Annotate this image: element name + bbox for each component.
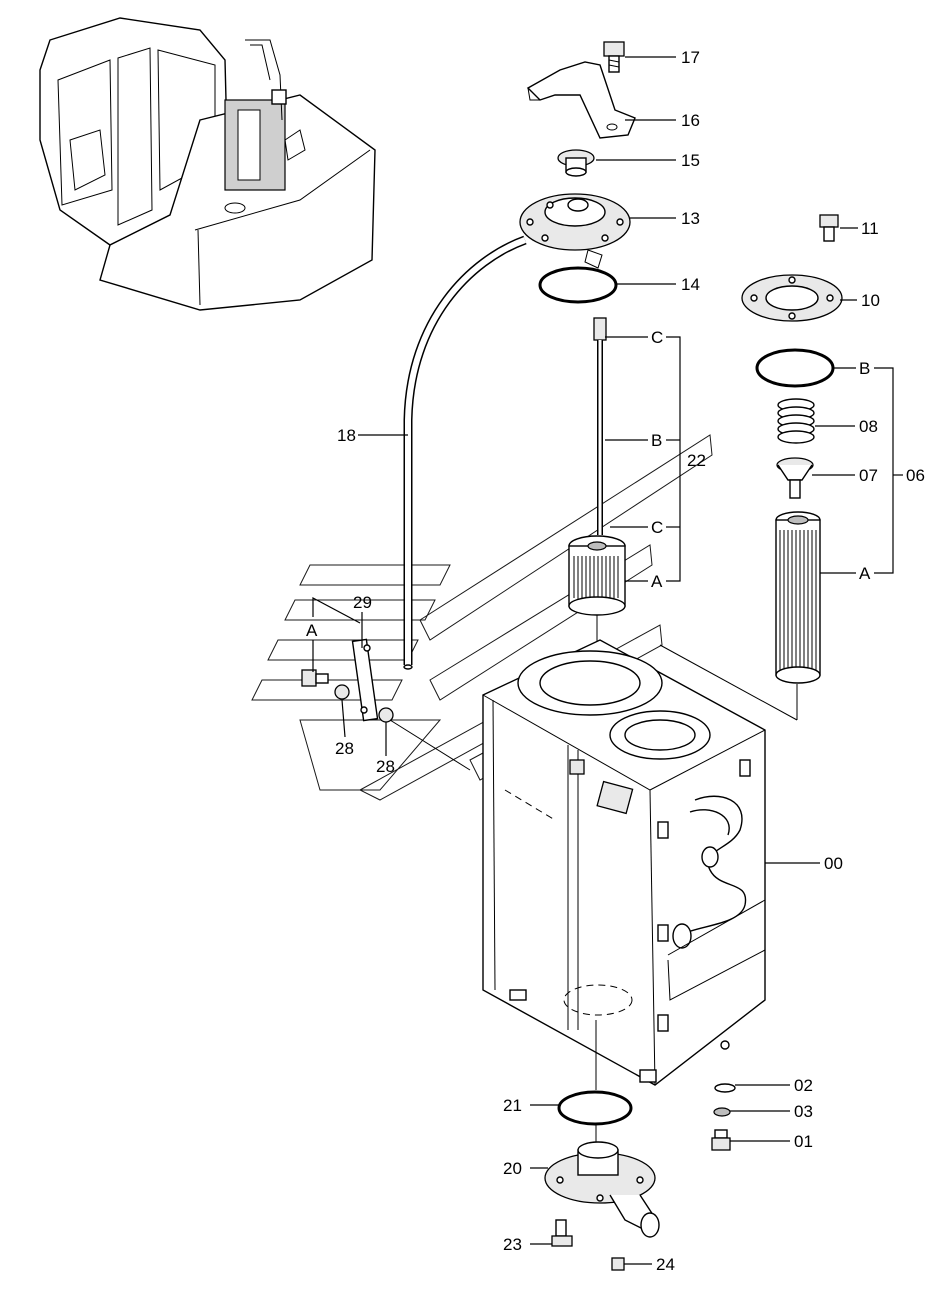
o-ring-06b — [755, 348, 835, 388]
plug-15 — [557, 149, 595, 177]
nut-28a — [334, 684, 350, 700]
ref-a-element: A — [859, 564, 871, 583]
ref-c-top: C — [651, 328, 663, 347]
callout-15: 15 — [681, 151, 700, 170]
nut-28b — [378, 707, 394, 723]
callout-01: 01 — [794, 1132, 813, 1151]
rod-assembly-22 — [568, 317, 626, 616]
callout-03: 03 — [794, 1102, 813, 1121]
filter-element-06a — [775, 511, 821, 684]
callout-29: 29 — [353, 593, 372, 612]
machine-location-inset — [39, 17, 376, 311]
callout-10: 10 — [861, 291, 880, 310]
o-ring-14 — [538, 266, 618, 304]
callout-labels: 17 16 15 13 14 11 10 08 07 06 22 18 29 2… — [306, 48, 925, 1274]
callout-20: 20 — [503, 1159, 522, 1178]
leader-lines — [312, 56, 903, 1265]
callout-07: 07 — [859, 466, 878, 485]
callout-14: 14 — [681, 275, 700, 294]
bolt-11 — [819, 214, 839, 242]
bolt-left-A — [301, 669, 329, 687]
callout-24: 24 — [656, 1255, 675, 1274]
washer-02 — [714, 1083, 736, 1093]
valve-07 — [776, 457, 814, 499]
hose-18 — [403, 235, 527, 670]
bolt-23 — [551, 1219, 573, 1247]
suction-cover-20 — [544, 1141, 660, 1238]
callout-17: 17 — [681, 48, 700, 67]
callout-18: 18 — [337, 426, 356, 445]
callout-11: 11 — [861, 219, 879, 238]
callout-06: 06 — [906, 466, 925, 485]
sight-gauge-29 — [351, 638, 379, 722]
callout-00: 00 — [824, 854, 843, 873]
o-ring-21 — [557, 1090, 633, 1126]
callout-28-left: 28 — [335, 739, 354, 758]
callout-28-right: 28 — [376, 757, 395, 776]
bracket-16 — [526, 61, 636, 139]
callout-13: 13 — [681, 209, 700, 228]
ref-a-strainer: A — [651, 572, 663, 591]
callout-08: 08 — [859, 417, 878, 436]
plug-24 — [611, 1257, 625, 1271]
bolt-01 — [711, 1129, 731, 1151]
ref-b-rod: B — [651, 431, 662, 450]
callout-02: 02 — [794, 1076, 813, 1095]
ref-a-left: A — [306, 621, 318, 640]
spring-08 — [777, 398, 815, 444]
hydraulic-tank-00 — [482, 639, 766, 1086]
callout-16: 16 — [681, 111, 700, 130]
washer-03 — [713, 1107, 731, 1117]
callout-21: 21 — [503, 1096, 522, 1115]
cover-13 — [519, 193, 631, 269]
callout-22: 22 — [687, 451, 706, 470]
bolt-17 — [603, 41, 625, 73]
ref-b-ring: B — [859, 359, 870, 378]
ref-c-low: C — [651, 518, 663, 537]
callout-23: 23 — [503, 1235, 522, 1254]
cover-10 — [741, 274, 843, 322]
